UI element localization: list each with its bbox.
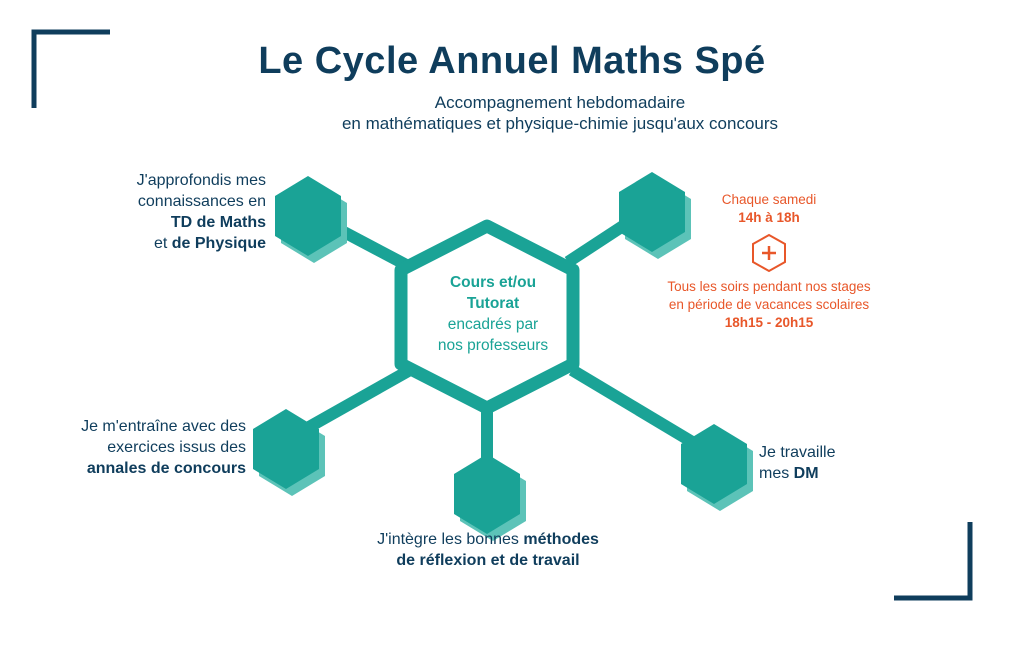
center-line-3: encadrés par [447, 316, 539, 333]
top-right-bold-5: 18h15 - 20h15 [724, 315, 814, 330]
block-top-right-schedule: Chaque samedi 14h à 18h [679, 191, 859, 227]
block-bottom-center: J'intègre les bonnes méthodes de réflexi… [300, 529, 676, 571]
bottom-left-line-2: exercices issus des [107, 439, 246, 456]
center-line-4: nos professeurs [437, 337, 549, 354]
block-bottom-left: Je m'entraîne avec des exercices issus d… [81, 416, 246, 479]
subtitle-line-1: Accompagnement hebdomadaire [434, 93, 686, 112]
top-right-line-3: Tous les soirs pendant nos stages [667, 279, 871, 294]
corner-bracket-bottom-right [894, 522, 973, 601]
hexagon-bottom-right [681, 424, 753, 511]
page-title: Le Cycle Annuel Maths Spé [258, 40, 766, 82]
hexagon-top-right [619, 172, 691, 259]
top-left-bold-3: TD de Maths [170, 214, 266, 231]
block-bottom-right: Je travaille mes DM [759, 442, 835, 484]
subtitle-line-2: en mathématiques et physique-chimie jusq… [341, 114, 779, 133]
bottom-right-bold-2: DM [793, 465, 819, 482]
block-top-right-stages: Tous les soirs pendant nos stages en pér… [629, 278, 909, 332]
top-left-line-1: J'approfondis mes [136, 172, 266, 189]
center-bold-1: Cours et/ou [449, 274, 537, 291]
bottom-right-line-1: Je travaille [759, 444, 836, 461]
top-left-bold-4: de Physique [171, 235, 266, 252]
top-right-bold-2: 14h à 18h [738, 210, 800, 225]
bottom-right-prefix-2: mes [759, 465, 794, 482]
corner-bracket-top-left [31, 29, 110, 108]
top-left-line-2: connaissances en [137, 193, 266, 210]
top-right-line-4: en période de vacances scolaires [668, 297, 870, 312]
center-bold-2: Tutorat [466, 295, 520, 312]
hexagon-bottom-center [454, 454, 526, 541]
center-hexagon [394, 219, 580, 415]
top-left-prefix-4: et [153, 235, 172, 252]
center-text: Cours et/ou Tutorat encadrés par nos pro… [418, 272, 568, 356]
hexagon-top-left [275, 176, 347, 263]
plus-hexagon-icon [752, 233, 786, 273]
block-top-left: J'approfondis mes connaissances en TD de… [137, 170, 266, 254]
top-right-line-1: Chaque samedi [721, 192, 817, 207]
bottom-left-line-1: Je m'entraîne avec des [81, 418, 246, 435]
bottom-center-bold-2: de réflexion et de travail [396, 552, 580, 569]
bottom-center-bold-1: méthodes [523, 531, 599, 548]
bottom-center-prefix-1: J'intègre les bonnes [377, 531, 524, 548]
hexagon-bottom-left [253, 409, 325, 496]
bottom-left-bold-3: annales de concours [86, 460, 246, 477]
